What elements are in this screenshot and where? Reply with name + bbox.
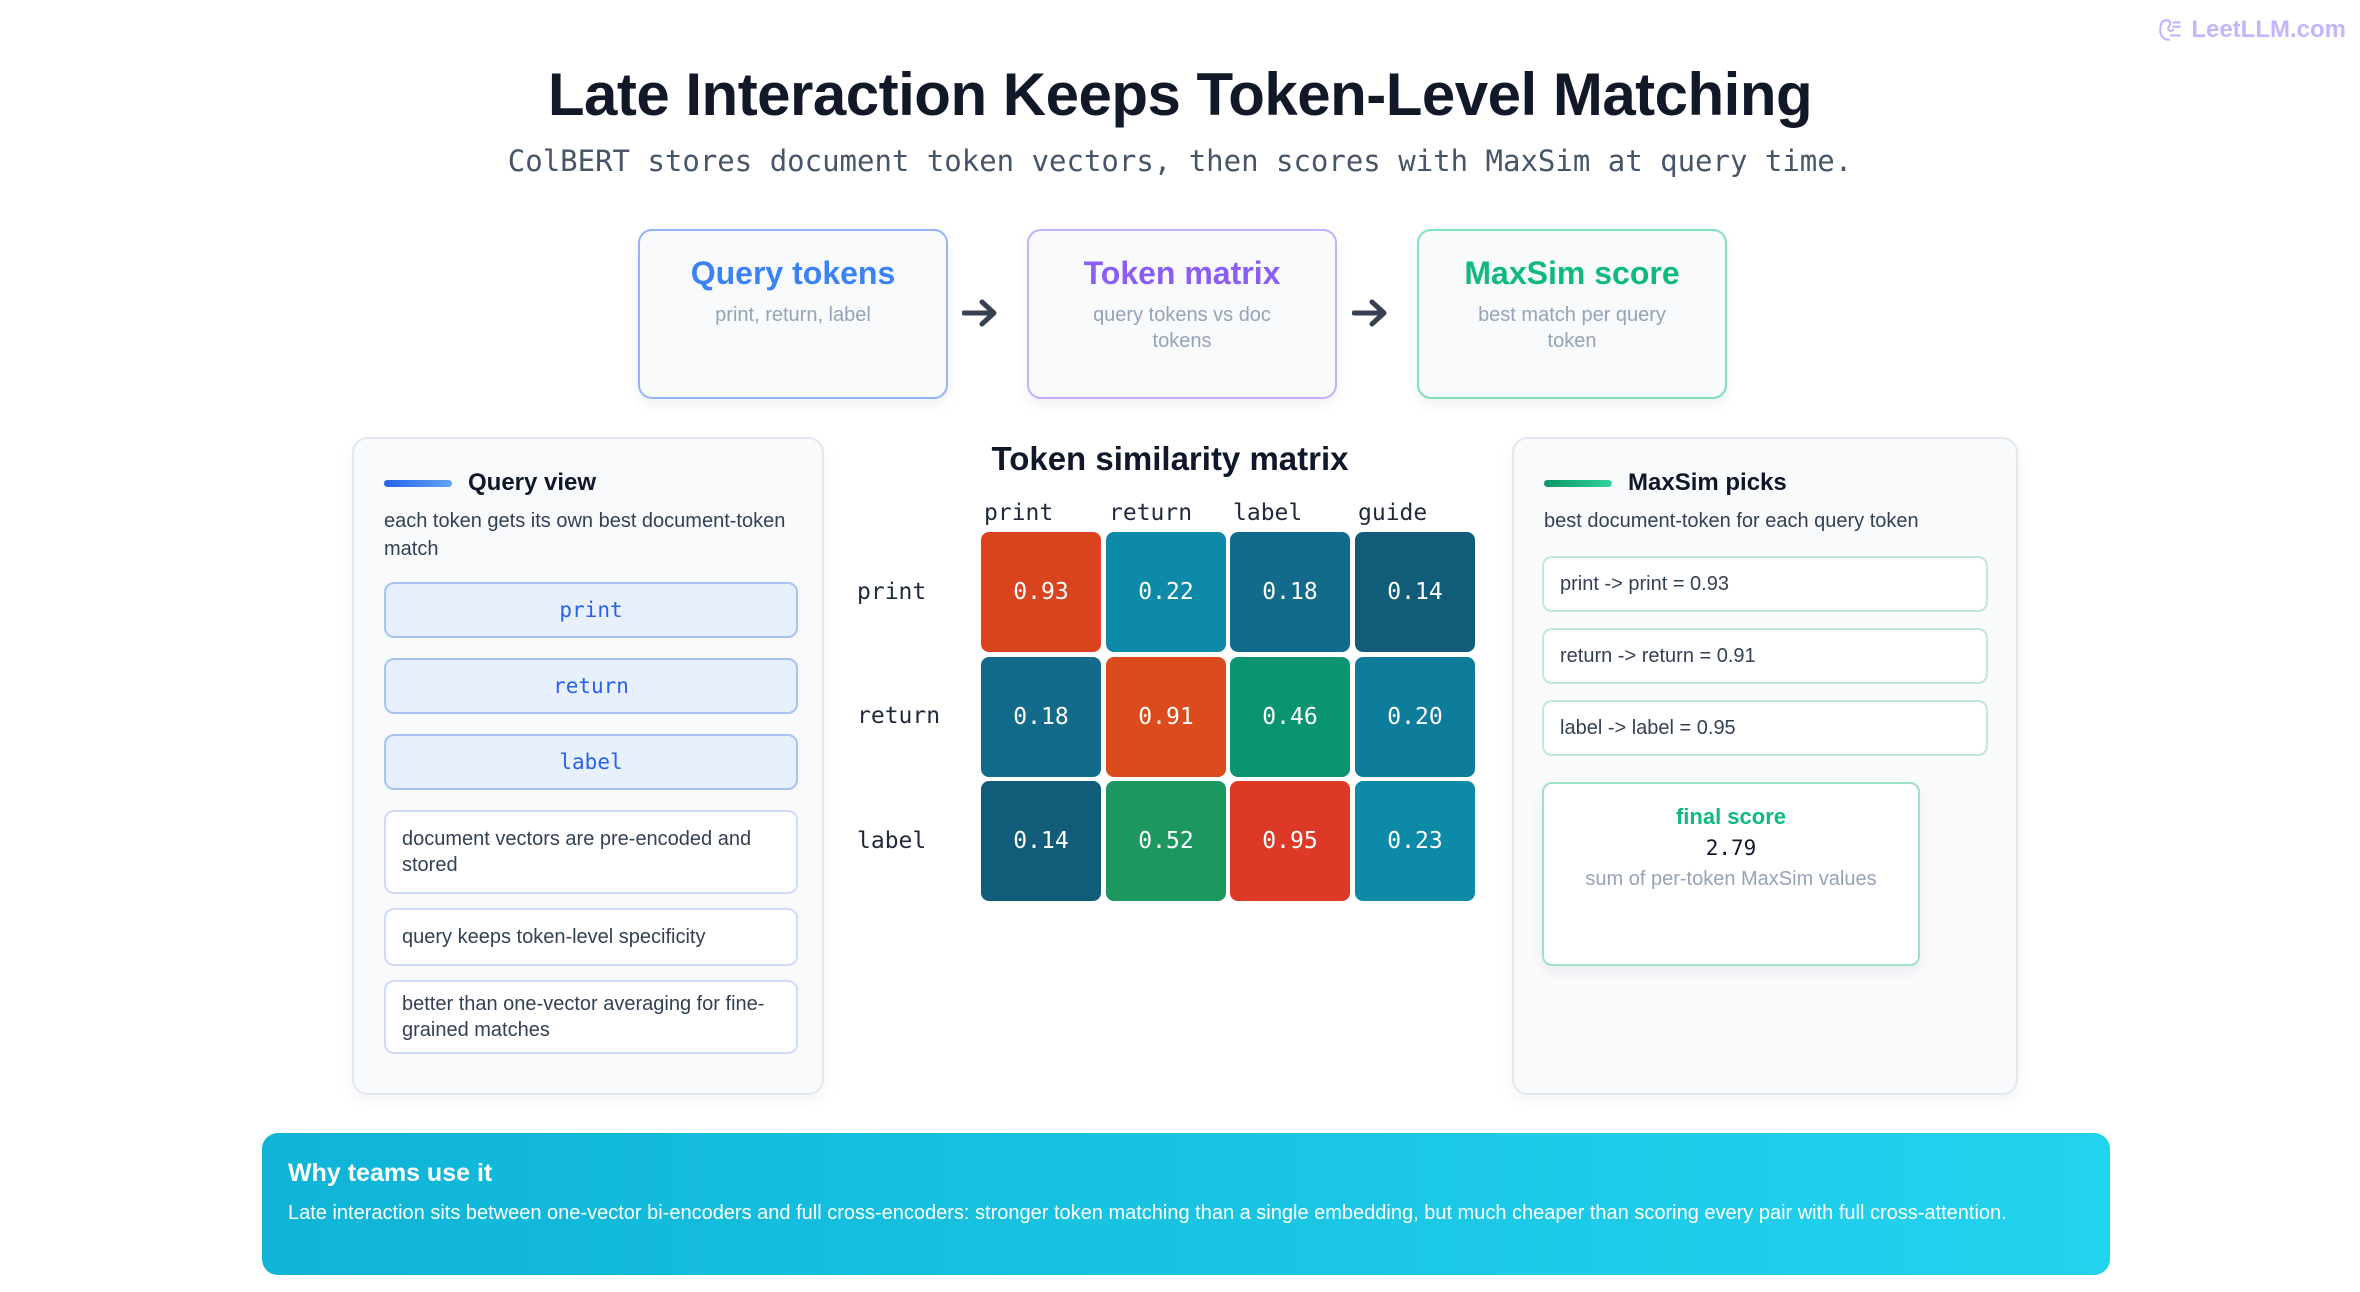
matrix-column-label: label: [1233, 500, 1303, 526]
panel-title: Query view: [468, 469, 597, 496]
matrix-cell: 0.14: [981, 781, 1101, 901]
arrow-right-icon: [962, 299, 997, 327]
note-box: better than one-vector averaging for fin…: [384, 980, 798, 1054]
panel-description: each token gets its own best document-to…: [384, 510, 786, 560]
panel-title: MaxSim picks: [1628, 469, 1787, 496]
matrix-cell: 0.52: [1106, 781, 1226, 901]
flow-step-token-matrix: Token matrix query tokens vs doc tokens: [1027, 229, 1337, 399]
flow-step-title: MaxSim score: [1464, 255, 1680, 291]
final-score-value: 2.79: [1705, 836, 1757, 860]
panel-header: Query view: [384, 469, 596, 497]
matrix-row-label: return: [857, 703, 941, 729]
accent-bar: [1544, 479, 1612, 487]
matrix-cell: 0.20: [1355, 657, 1475, 777]
matrix-row-label: label: [857, 828, 927, 854]
matrix-cell: 0.95: [1230, 781, 1350, 901]
flow-step-subtitle: print, return, label: [715, 304, 871, 326]
flow-step-query-tokens: Query tokens print, return, label: [638, 229, 948, 399]
matrix-column-label: print: [984, 500, 1054, 526]
flow-step-subtitle: best match per query token: [1478, 304, 1666, 352]
banner-text: Late interaction sits between one-vector…: [288, 1202, 2007, 1224]
matrix-column-label: guide: [1358, 500, 1428, 526]
matrix-cell: 0.93: [981, 532, 1101, 652]
banner-title: Why teams use it: [288, 1159, 493, 1187]
why-teams-banner: Why teams use it Late interaction sits b…: [262, 1133, 2110, 1275]
matrix-cell: 0.18: [981, 657, 1101, 777]
query-token-chip: print: [384, 582, 798, 638]
matrix-cell: 0.14: [1355, 532, 1475, 652]
page-subtitle: ColBERT stores document token vectors, t…: [507, 144, 1853, 178]
flow-step-title: Query tokens: [690, 255, 896, 291]
matrix-cell: 0.22: [1106, 532, 1226, 652]
page-title: Late Interaction Keeps Token-Level Match…: [547, 61, 1813, 128]
query-token-chip: label: [384, 734, 798, 790]
note-box: query keeps token-level specificity: [384, 908, 798, 966]
panel-header: MaxSim picks: [1544, 469, 1787, 497]
matrix-cell: 0.18: [1230, 532, 1350, 652]
panel-description: best document-token for each query token: [1544, 510, 1919, 532]
final-score-description: sum of per-token MaxSim values: [1585, 868, 1877, 890]
leetllm-logo-icon: [2159, 19, 2182, 41]
maxsim-pick: return -> return = 0.91: [1542, 628, 1988, 684]
final-score-label: final score: [1675, 804, 1787, 829]
note-box: document vectors are pre-encoded and sto…: [384, 810, 798, 894]
flow-step-subtitle: query tokens vs doc tokens: [1093, 304, 1271, 352]
matrix-cell: 0.46: [1230, 657, 1350, 777]
matrix-column-label: return: [1109, 500, 1193, 526]
maxsim-pick: print -> print = 0.93: [1542, 556, 1988, 612]
flow-step-maxsim-score: MaxSim score best match per query token: [1417, 229, 1727, 399]
brand-name: LeetLLM.com: [2191, 16, 2346, 43]
brand-logo: LeetLLM.com: [2157, 16, 2346, 44]
matrix-cell: 0.91: [1106, 657, 1226, 777]
matrix-title: Token similarity matrix: [991, 440, 1349, 477]
final-score-card: final score 2.79 sum of per-token MaxSim…: [1542, 782, 1920, 966]
maxsim-pick: label -> label = 0.95: [1542, 700, 1988, 756]
maxsim-picks-panel: MaxSim picks best document-token for eac…: [1512, 437, 2018, 1095]
accent-bar: [384, 479, 452, 487]
matrix-cell: 0.23: [1355, 781, 1475, 901]
flow-step-title: Token matrix: [1083, 255, 1281, 291]
arrow-right-icon: [1352, 299, 1387, 327]
matrix-row-label: print: [857, 579, 927, 605]
query-view-panel: Query view each token gets its own best …: [352, 437, 824, 1095]
query-token-chip: return: [384, 658, 798, 714]
